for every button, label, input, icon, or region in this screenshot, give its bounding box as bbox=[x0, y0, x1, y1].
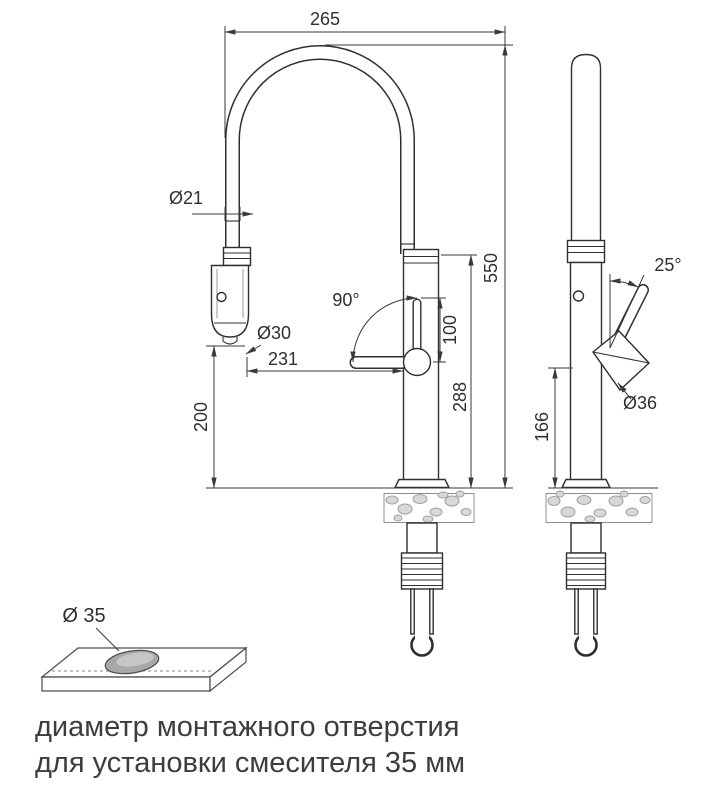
side-mounting-nut bbox=[565, 552, 607, 590]
side-base-flange bbox=[560, 478, 612, 489]
dim-label-25: 25° bbox=[654, 255, 681, 275]
countertop-side-face bbox=[209, 646, 247, 693]
dim-label-265: 265 bbox=[310, 9, 340, 29]
side-view bbox=[545, 53, 653, 657]
side-button bbox=[572, 290, 585, 302]
countertop-front-face bbox=[41, 676, 211, 692]
mounting-stud bbox=[410, 588, 415, 635]
caption-line-2: для установки смесителя 35 мм bbox=[35, 747, 465, 779]
countertop-texture bbox=[383, 490, 475, 523]
side-collar bbox=[566, 239, 606, 264]
side-mounting-shank bbox=[570, 522, 602, 554]
mounting-shank bbox=[406, 522, 438, 554]
spray-head-tip bbox=[222, 337, 238, 345]
spray-button bbox=[216, 291, 227, 303]
dim-label-166: 166 bbox=[532, 412, 552, 442]
dim-label-d30: Ø30 bbox=[257, 323, 291, 343]
base-flange bbox=[393, 478, 451, 489]
spray-head-fitting bbox=[222, 246, 252, 267]
side-tube bbox=[570, 53, 602, 250]
dim-label-d35: Ø 35 bbox=[62, 605, 105, 627]
side-mounting-stud bbox=[574, 588, 579, 635]
side-countertop-texture bbox=[545, 490, 653, 523]
dim-label-550: 550 bbox=[481, 253, 501, 283]
mounting-clip bbox=[410, 631, 434, 657]
handle-pivot bbox=[402, 347, 432, 377]
dim-label-90: 90° bbox=[332, 290, 359, 310]
caption-line-1: диаметр монтажного отверстия bbox=[35, 711, 459, 743]
side-mounting-stud bbox=[593, 588, 598, 635]
mounting-nut bbox=[400, 552, 444, 590]
mounting-hole-detail: Ø 35 bbox=[40, 605, 248, 693]
dim-label-d21: Ø21 bbox=[169, 188, 203, 208]
dim-label-200: 200 bbox=[191, 402, 211, 432]
dim-arc-90 bbox=[350, 295, 418, 363]
dim-label-100: 100 bbox=[440, 315, 460, 345]
dim-arc-25 bbox=[609, 278, 639, 288]
side-mounting-clip bbox=[574, 631, 598, 657]
spray-head bbox=[210, 264, 250, 338]
front-view bbox=[210, 45, 475, 657]
mounting-stud bbox=[429, 588, 434, 635]
dim-label-231: 231 bbox=[268, 349, 298, 369]
dim-label-d36: Ø36 bbox=[623, 393, 657, 413]
dimensions: 265 550 Ø21 90° Ø30 231 100 288 bbox=[169, 9, 682, 489]
dim-label-288: 288 bbox=[450, 382, 470, 412]
